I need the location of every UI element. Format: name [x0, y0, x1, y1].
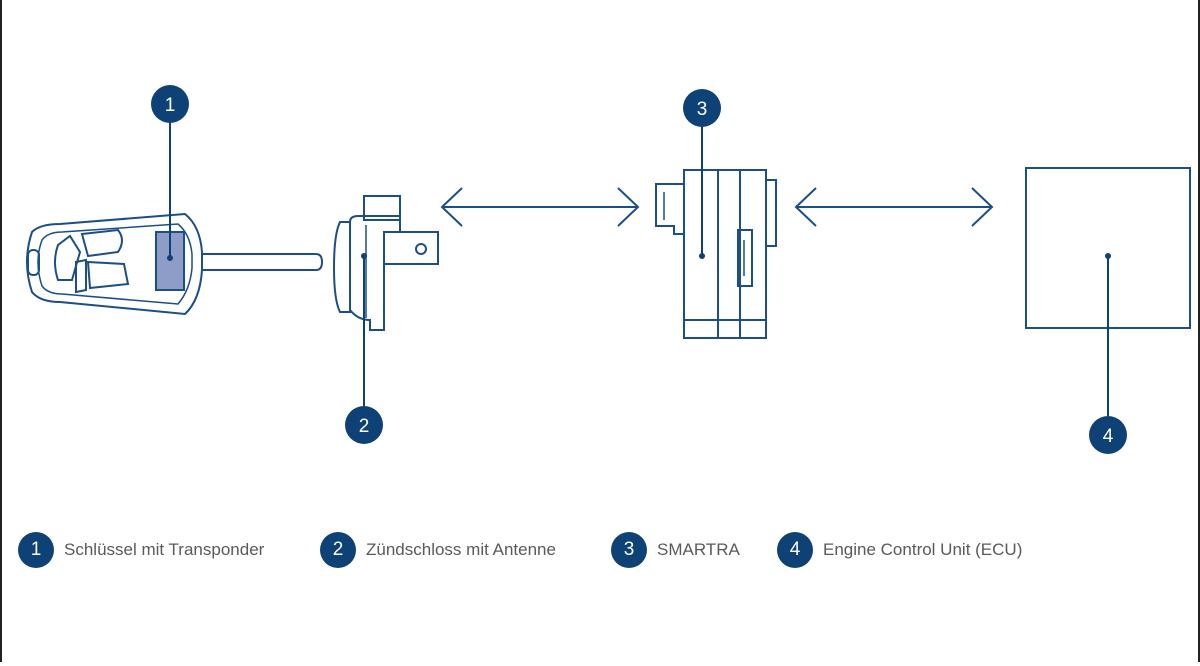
legend-item-2: 2 Zündschloss mit Antenne: [320, 530, 556, 570]
legend-item-1: 1 Schlüssel mit Transponder: [18, 530, 264, 570]
callout-badge-4: 4: [1089, 416, 1127, 454]
svg-text:3: 3: [697, 99, 708, 120]
callout-badge-1: 1: [151, 85, 189, 123]
legend-badge-4: 4: [777, 532, 813, 568]
key-icon: [26, 212, 324, 316]
legend-badge-3: 3: [611, 532, 647, 568]
legend-label-2: Zündschloss mit Antenne: [366, 540, 556, 559]
callout-badge-3: 3: [683, 89, 721, 127]
svg-text:4: 4: [1103, 426, 1114, 447]
smartra-module-icon: [655, 169, 777, 339]
legend-label-3: SMARTRA: [657, 540, 740, 559]
ignition-lock-icon: [332, 195, 439, 331]
bidirectional-arrow-icon: [440, 187, 640, 227]
svg-text:2: 2: [359, 416, 370, 437]
legend-badge-2: 2: [320, 532, 356, 568]
svg-text:1: 1: [165, 95, 176, 116]
legend-label-1: Schlüssel mit Transponder: [64, 540, 265, 559]
legend-item-3: 3 SMARTRA: [611, 530, 740, 570]
callout-badge-2: 2: [345, 406, 383, 444]
legend-badge-1: 1: [18, 532, 54, 568]
legend-item-4: 4 Engine Control Unit (ECU): [777, 530, 1022, 570]
bidirectional-arrow-icon: [794, 187, 994, 227]
legend-label-4: Engine Control Unit (ECU): [823, 540, 1023, 559]
